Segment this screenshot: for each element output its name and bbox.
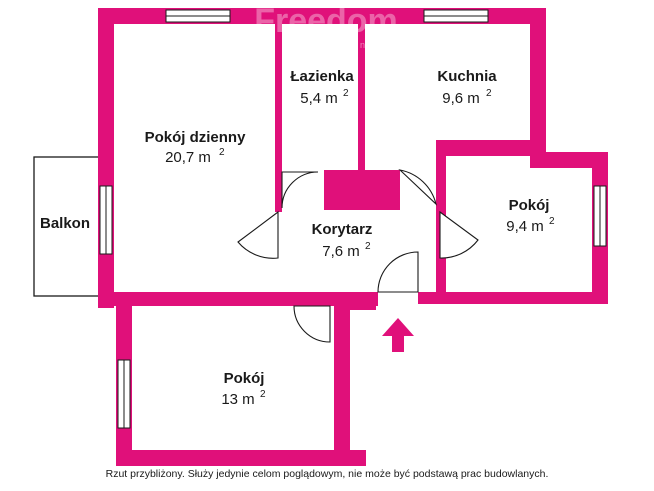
room-area-living: 20,7 m <box>165 149 211 166</box>
room-unit-kitchen: 2 <box>486 88 492 99</box>
door-entrance <box>377 251 419 293</box>
room-name-corridor: Korytarz <box>312 221 373 238</box>
room-unit-small-room: 2 <box>549 216 555 227</box>
watermark-brand: Freedom <box>254 2 398 40</box>
room-area-bathroom: 5,4 m <box>300 90 338 107</box>
windows <box>99 9 607 429</box>
door-living-room <box>237 210 279 259</box>
door-bottom-room <box>293 305 331 343</box>
disclaimer-text: Rzut przybliżony. Służy jedynie celom po… <box>105 468 549 480</box>
watermark-sub: nieruchomości <box>360 40 418 50</box>
room-name-living: Pokój dzienny <box>145 129 247 146</box>
room-name-bottom-room: Pokój <box>224 370 265 387</box>
room-area-small-room: 9,4 m <box>506 218 544 235</box>
room-unit-bathroom: 2 <box>343 88 349 99</box>
room-name-small-room: Pokój <box>509 197 550 214</box>
door-small-room <box>439 210 479 259</box>
room-area-corridor: 7,6 m <box>322 243 360 260</box>
room-name-kitchen: Kuchnia <box>437 68 497 85</box>
door-kitchen <box>398 169 437 206</box>
room-unit-corridor: 2 <box>365 241 371 252</box>
room-unit-living: 2 <box>219 147 225 158</box>
doors <box>237 169 479 343</box>
room-unit-bottom-room: 2 <box>260 389 266 400</box>
room-area-kitchen: 9,6 m <box>442 90 480 107</box>
entrance-arrow-up-icon <box>382 318 414 352</box>
balcony-label: Balkon <box>40 215 90 232</box>
room-area-bottom-room: 13 m <box>221 391 254 408</box>
door-bathroom <box>281 171 319 209</box>
balcony-outline <box>33 156 100 297</box>
room-name-bathroom: Łazienka <box>290 68 354 85</box>
